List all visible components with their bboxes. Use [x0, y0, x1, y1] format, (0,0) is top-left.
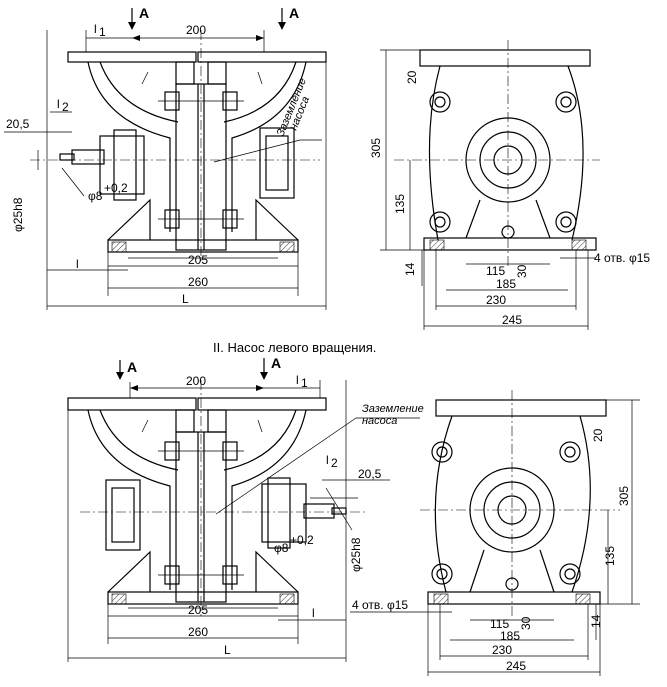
dim-200-bottom: 200 — [186, 374, 206, 388]
dim-l1-sub-bottom: 1 — [301, 376, 308, 390]
section-mark-a-2: А — [289, 5, 299, 21]
dim-20-bottom: 20 — [591, 428, 605, 442]
dim-135-bottom: 135 — [603, 546, 617, 566]
dim-phi8-tol-top: +0,2 — [104, 181, 128, 195]
dim-phi8-tol-bottom: +0,2 — [290, 533, 314, 547]
dim-l1-sub-top: 1 — [99, 25, 106, 39]
holes-note-top: 4 отв. φ15 — [594, 251, 650, 265]
top-front-view — [4, 8, 327, 310]
dim-305-top: 305 — [369, 138, 383, 158]
dim-30-top: 30 — [515, 264, 529, 278]
dim-l2-top: l — [57, 97, 60, 111]
dim-230-top: 230 — [486, 293, 506, 307]
dim-14-bottom: 14 — [589, 614, 603, 628]
dim-20-5-bottom: 20,5 — [358, 467, 382, 481]
grounding-note-bottom-2: насоса — [362, 415, 397, 427]
dim-L-top: L — [182, 292, 189, 306]
dim-phi25-bottom: φ25h8 — [349, 537, 363, 572]
caption-left-rotation: II. Насос левого вращения. — [213, 340, 376, 355]
dim-l1-bottom: l — [296, 373, 299, 387]
dim-260-bottom: 260 — [188, 625, 208, 639]
dim-l-top: l — [76, 257, 79, 271]
dim-20-5-top: 20,5 — [6, 117, 30, 131]
dim-305-bottom: 305 — [617, 486, 631, 506]
section-mark-a-4: А — [271, 355, 281, 371]
bottom-side-view — [350, 390, 640, 676]
dim-phi25-top: φ25h8 — [11, 197, 25, 232]
bottom-front-view — [67, 358, 420, 662]
dim-l2-sub-top: 2 — [62, 100, 69, 114]
dim-20-top: 20 — [405, 70, 419, 84]
dim-205-top: 205 — [188, 253, 208, 267]
grounding-note-bottom-1: Заземление — [362, 403, 424, 415]
holes-note-bottom: 4 отв. φ15 — [352, 598, 408, 612]
dim-200-top: 200 — [186, 23, 206, 37]
section-mark-a-3: А — [127, 359, 137, 375]
section-mark-a-1: А — [139, 5, 149, 21]
dim-230-bottom: 230 — [492, 643, 512, 657]
dim-l2-sub-bottom: 2 — [331, 456, 338, 470]
top-side-view — [380, 40, 600, 330]
dim-135-top: 135 — [393, 194, 407, 214]
dim-185-bottom: 185 — [500, 629, 520, 643]
dim-phi8-top: φ8 — [88, 189, 103, 203]
dim-245-top: 245 — [502, 313, 522, 327]
dim-245-bottom: 245 — [506, 659, 526, 673]
dim-phi8-bottom: φ8 — [274, 541, 289, 555]
dim-l-bottom: l — [312, 606, 315, 620]
dim-260-top: 260 — [188, 275, 208, 289]
dim-l2-bottom: l — [326, 453, 329, 467]
dim-185-top: 185 — [496, 277, 516, 291]
dim-205-bottom: 205 — [188, 603, 208, 617]
dim-L-bottom: L — [224, 643, 231, 657]
dim-14-top: 14 — [403, 262, 417, 276]
dim-30-bottom: 30 — [519, 616, 533, 630]
dim-l1-top: l — [94, 22, 97, 36]
dim-115-bottom: 115 — [490, 617, 509, 631]
dim-115-top: 115 — [486, 264, 505, 278]
